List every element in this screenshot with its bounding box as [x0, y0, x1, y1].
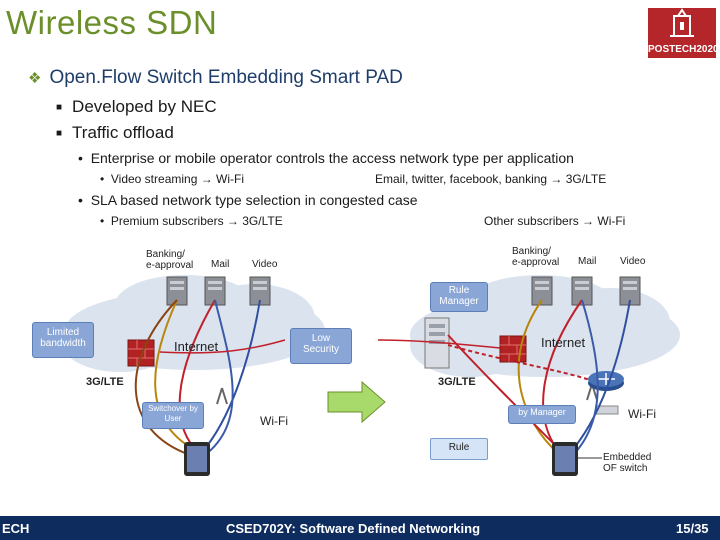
left-app-banking-label: Banking/ e-approval [146, 249, 194, 271]
left-cloud [60, 275, 325, 372]
page-number: 15/35 [676, 521, 709, 536]
diamond-bullet-icon: ❖ [28, 70, 42, 87]
main-bullet: ❖ Open.Flow Switch Embedding Smart PAD [28, 67, 403, 89]
left-server-mail-icon [204, 276, 226, 306]
slide-title: Wireless SDN [6, 4, 218, 41]
left-server-banking-icon [166, 276, 188, 306]
logo-emblem-icon [670, 8, 694, 37]
square-bullet-icon: ■ [56, 128, 63, 139]
sub-bullet-text: Traffic offload [72, 123, 174, 142]
point-text: SLA based network type selection in cong… [90, 192, 418, 208]
main-bullet-text: Open.Flow Switch Embedding Smart PAD [49, 67, 403, 88]
footer-left-text: ECH [2, 521, 30, 536]
rule-manager-callout: Rule Manager [430, 282, 488, 312]
left-tower-icon [216, 387, 228, 405]
point-access-network: • Enterprise or mobile operator controls… [78, 150, 574, 166]
footer-bar [0, 516, 720, 540]
left-lte-label: 3G/LTE [86, 376, 124, 388]
sub-bullet-offload: ■ Traffic offload [56, 123, 174, 143]
sub-bullet-nec: ■ Developed by NEC [56, 97, 217, 117]
rule-box: Rule [430, 438, 488, 460]
logo-text: POSTECH2020 [648, 44, 719, 55]
limited-bandwidth-callout: Limited bandwidth [32, 322, 94, 358]
right-server-banking-icon [531, 276, 553, 306]
square-bullet-icon: ■ [56, 102, 63, 113]
right-wifi-label: Wi-Fi [628, 407, 656, 421]
low-security-link-right [377, 339, 501, 349]
right-traffic-paths [447, 299, 631, 459]
detail-video: • Video streaming → Wi-Fi [100, 172, 245, 186]
left-firewall-icon [127, 339, 155, 367]
left-internet-label: Internet [174, 339, 219, 354]
point-text: Enterprise or mobile operator controls t… [90, 150, 574, 166]
point-sla: • SLA based network type selection in co… [78, 192, 418, 208]
detail-text: Video streaming → Wi-Fi [110, 172, 245, 186]
left-wifi-label: Wi-Fi [260, 414, 288, 428]
footer-course-title: CSED702Y: Software Defined Networking [226, 521, 481, 536]
right-app-video-label: Video [620, 256, 646, 267]
left-tablet-icon [184, 442, 210, 476]
detail-other: Other subscribers → Wi-Fi [484, 214, 626, 228]
sub-bullet-text: Developed by NEC [72, 97, 217, 116]
by-manager-callout: by Manager [508, 405, 576, 424]
left-traffic-paths [134, 299, 261, 456]
embedded-switch-label: Embedded OF switch [603, 452, 652, 474]
right-app-banking-label: Banking/ e-approval [512, 246, 560, 268]
detail-email: Email, twitter, facebook, banking → 3G/L… [375, 172, 607, 186]
left-app-video-label: Video [252, 259, 278, 270]
transition-arrow-icon [327, 380, 386, 424]
left-app-mail-label: Mail [211, 259, 230, 270]
switchover-callout: Switchover by User [142, 402, 204, 429]
postech-logo: POSTECH2020 [648, 8, 719, 58]
low-security-callout: Low Security [290, 328, 352, 364]
detail-text: Premium subscribers → 3G/LTE [110, 214, 283, 228]
detail-premium: • Premium subscribers → 3G/LTE [100, 214, 283, 228]
right-server-mail-icon [571, 276, 593, 306]
right-lte-label: 3G/LTE [438, 376, 476, 388]
network-diagram [60, 275, 680, 476]
low-security-link [159, 339, 286, 354]
right-app-mail-label: Mail [578, 256, 597, 267]
right-internet-label: Internet [541, 335, 586, 350]
right-tablet-icon [552, 442, 578, 476]
